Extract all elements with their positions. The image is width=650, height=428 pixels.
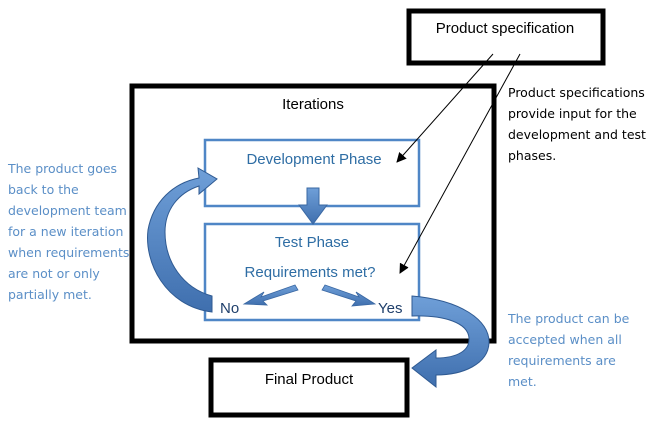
development-phase-title: Development Phase	[246, 151, 381, 168]
spec-to-development-arrow	[396, 53, 494, 163]
final-product-title: Final Product	[265, 371, 354, 388]
yes-label: Yes	[378, 300, 402, 317]
requirements-question: Requirements met?	[245, 264, 376, 281]
final-product-box	[208, 357, 410, 418]
note-spec-input: Product specifications provide input for…	[508, 85, 646, 163]
spec-to-test-arrow	[399, 53, 521, 274]
accept-arrow	[411, 295, 490, 389]
product-spec-box	[406, 8, 606, 66]
iterations-title: Iterations	[282, 96, 344, 113]
note-accept: The product can be accepted when all req…	[508, 311, 630, 389]
iteration-loop-arrow	[147, 167, 218, 313]
arrow-to-no	[242, 284, 299, 306]
no-label: No	[220, 300, 239, 317]
arrow-to-yes	[321, 284, 377, 307]
iterations-box	[129, 83, 497, 344]
down-arrow	[298, 187, 328, 225]
test-phase-title: Test Phase	[275, 234, 349, 251]
test-phase-box	[203, 222, 421, 322]
note-iteration: The product goes back to the development…	[8, 161, 130, 302]
product-spec-title: Product specification	[436, 20, 574, 37]
